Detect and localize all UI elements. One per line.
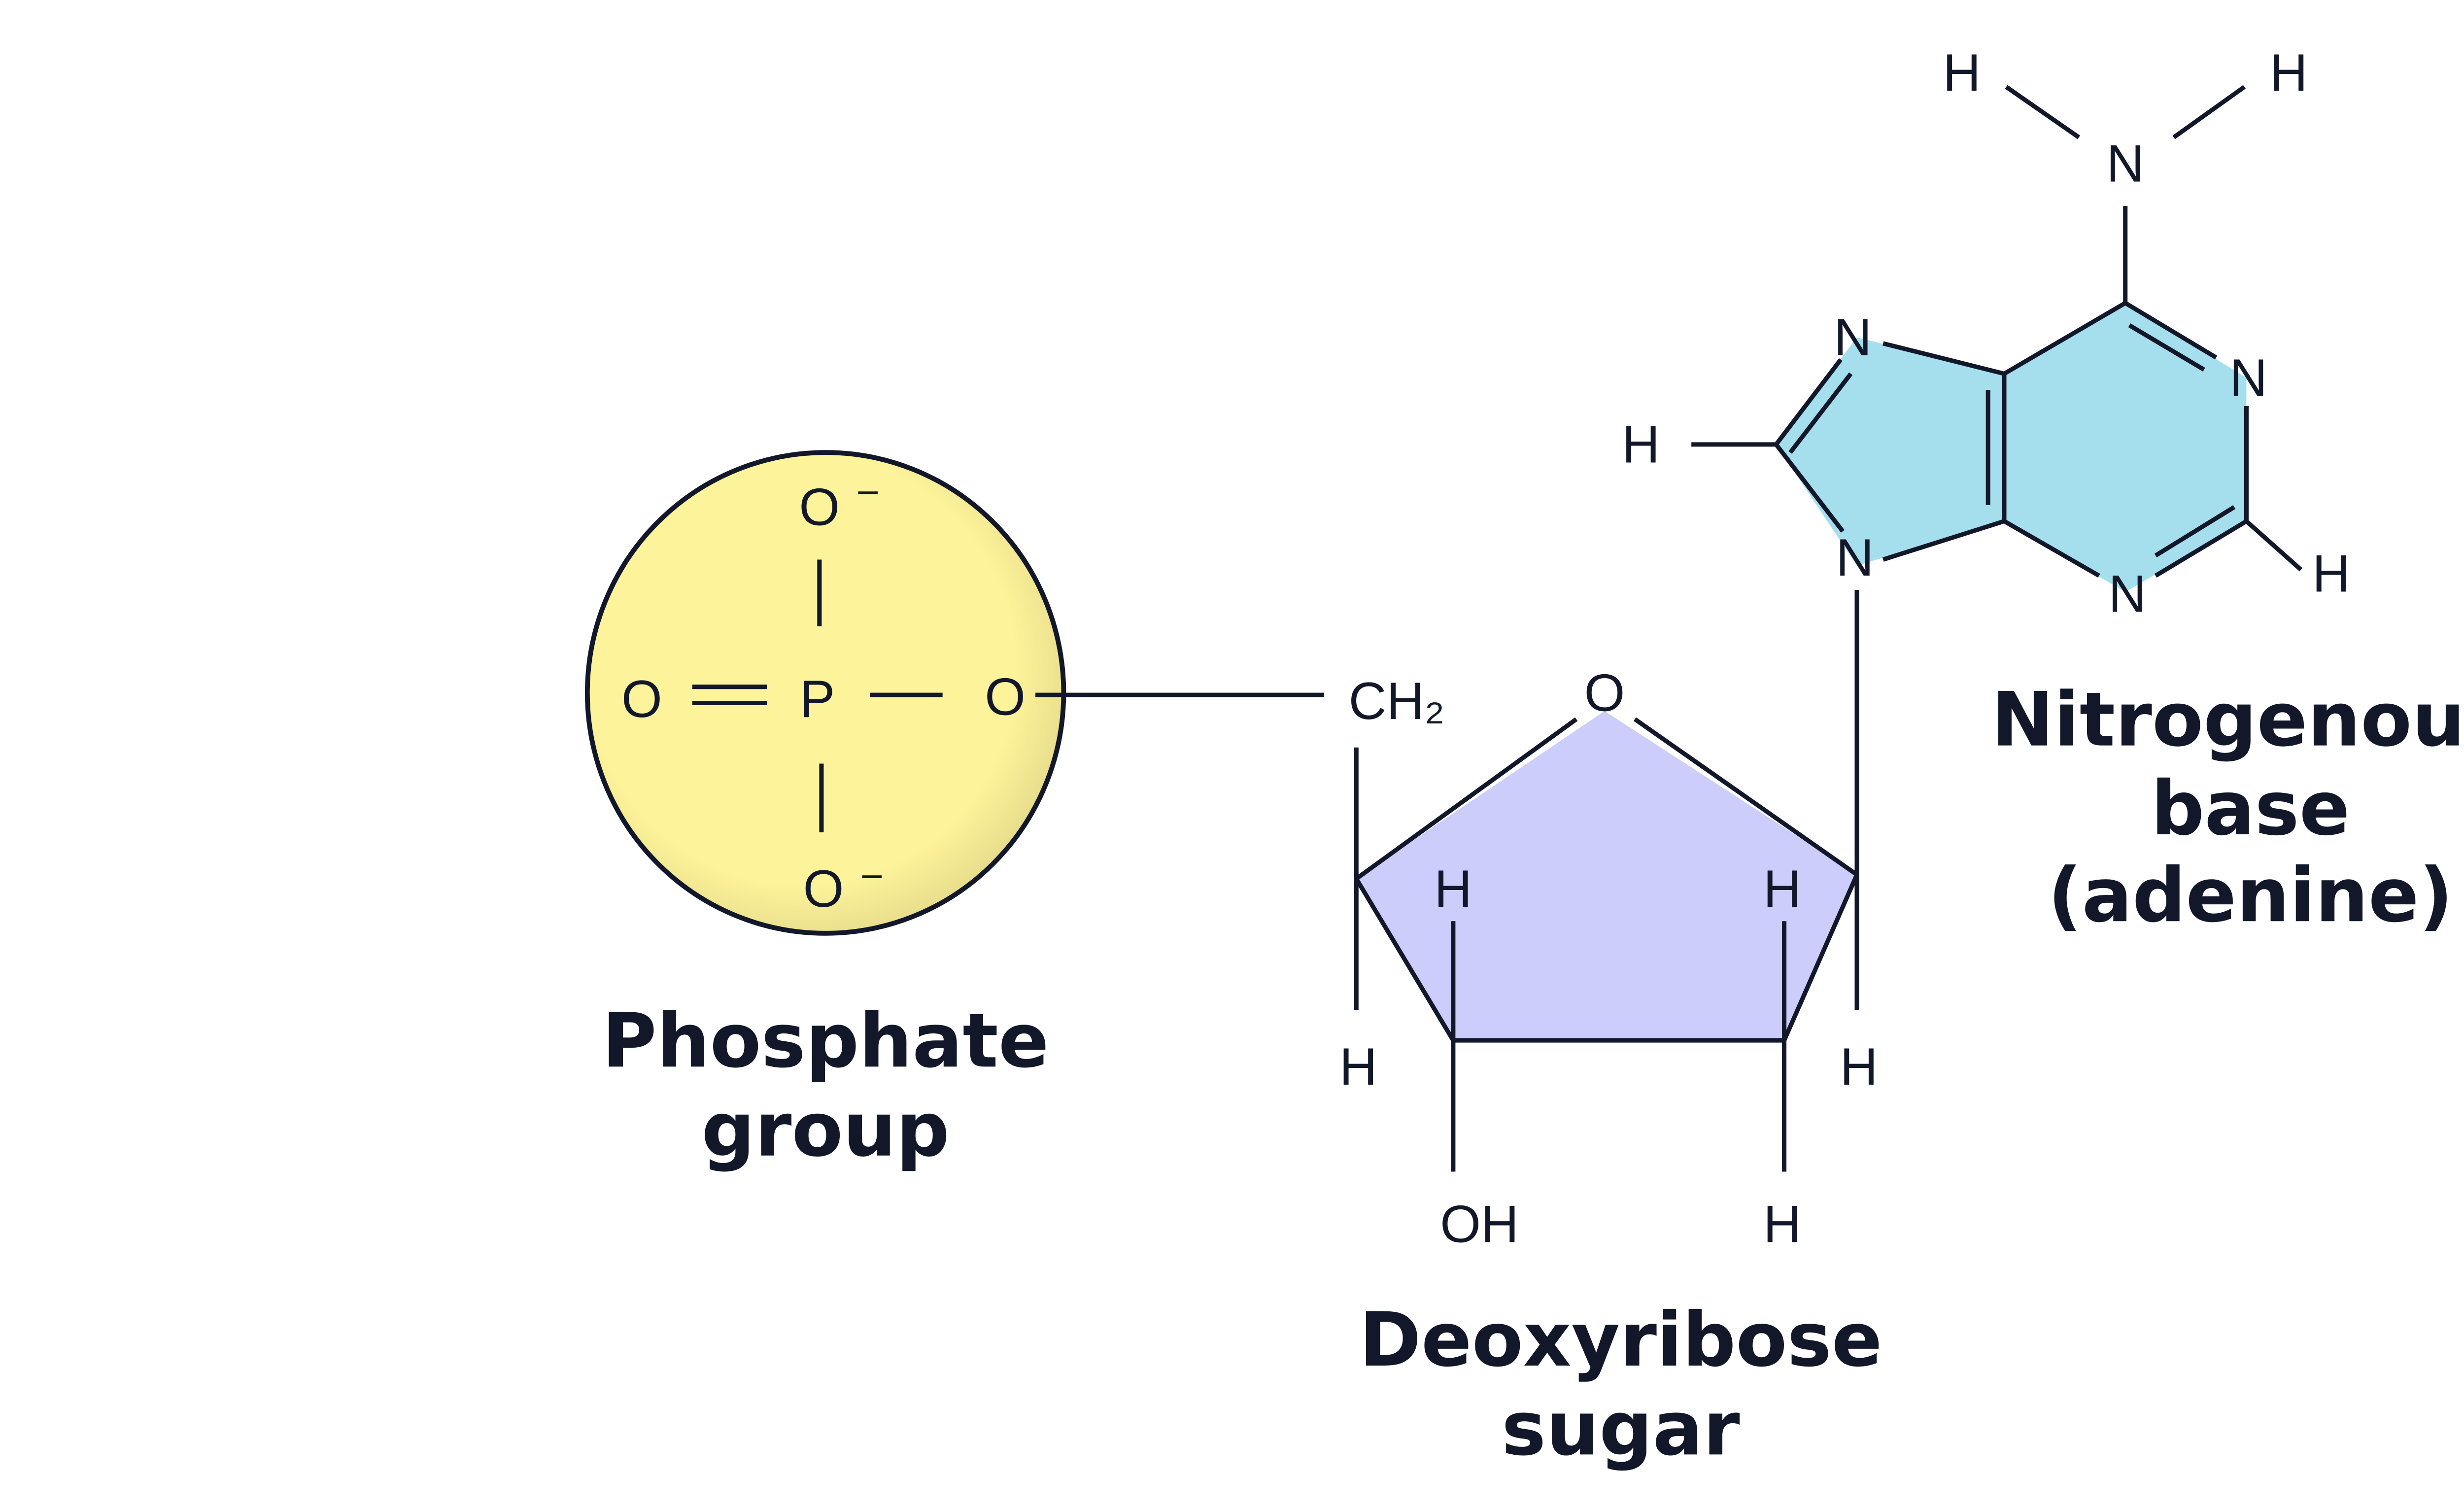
sugar-h-c1: H [1840,1037,1878,1096]
amino-n: N [2106,135,2144,193]
sugar-label-line2: sugar [1502,1385,1740,1472]
sugar-oh-c3: OH [1440,1195,1519,1254]
base-label-line3: (adenine) [2048,852,2453,939]
sugar-h-c2-bottom: H [1763,1195,1801,1254]
sugar-h-c2-top: H [1763,859,1801,918]
base-h-c2: H [2312,545,2350,603]
sugar-label-line1: Deoxyribose [1359,1296,1882,1383]
base-n3: N [2108,565,2146,623]
sugar-h-c4: H [1339,1037,1377,1096]
sugar-h-c3: H [1434,859,1472,918]
amino-h-left: H [1943,43,1981,102]
charge-top: − [856,471,880,515]
sugar-ring-fill [1356,711,1857,1041]
ch2-group: CH₂ [1349,672,1445,730]
base-label-line1: Nitrogenous [1991,676,2464,763]
phosphate-group: O − O − O P O Phosphate group [584,450,1324,1173]
phosphate-o-bottom: O [803,859,844,918]
sugar-ring-o: O [1584,663,1625,722]
phosphate-o-left: O [621,670,662,728]
phosphorus: P [800,670,835,728]
amino-h-right: H [2270,43,2308,102]
base-n9: N [1836,528,1874,587]
base-ring-fill [1776,303,2247,592]
base-label-line2: base [2151,765,2350,852]
phosphate-o-top: O [799,478,840,536]
base-n7: N [1834,308,1872,367]
phosphate-label-line1: Phosphate [602,997,1049,1084]
charge-bottom: − [860,855,884,899]
base-h-c8: H [1622,415,1660,474]
phosphate-o-right: O [985,668,1026,726]
deoxyribose-sugar: O CH₂ H H OH H H H Deoxyribose sugar [1339,589,1882,1472]
adenine-base: H N N N N H N H H Nitrogenous base (aden… [1622,43,2464,939]
phosphate-label-line2: group [701,1086,950,1173]
base-n1: N [2229,348,2267,407]
